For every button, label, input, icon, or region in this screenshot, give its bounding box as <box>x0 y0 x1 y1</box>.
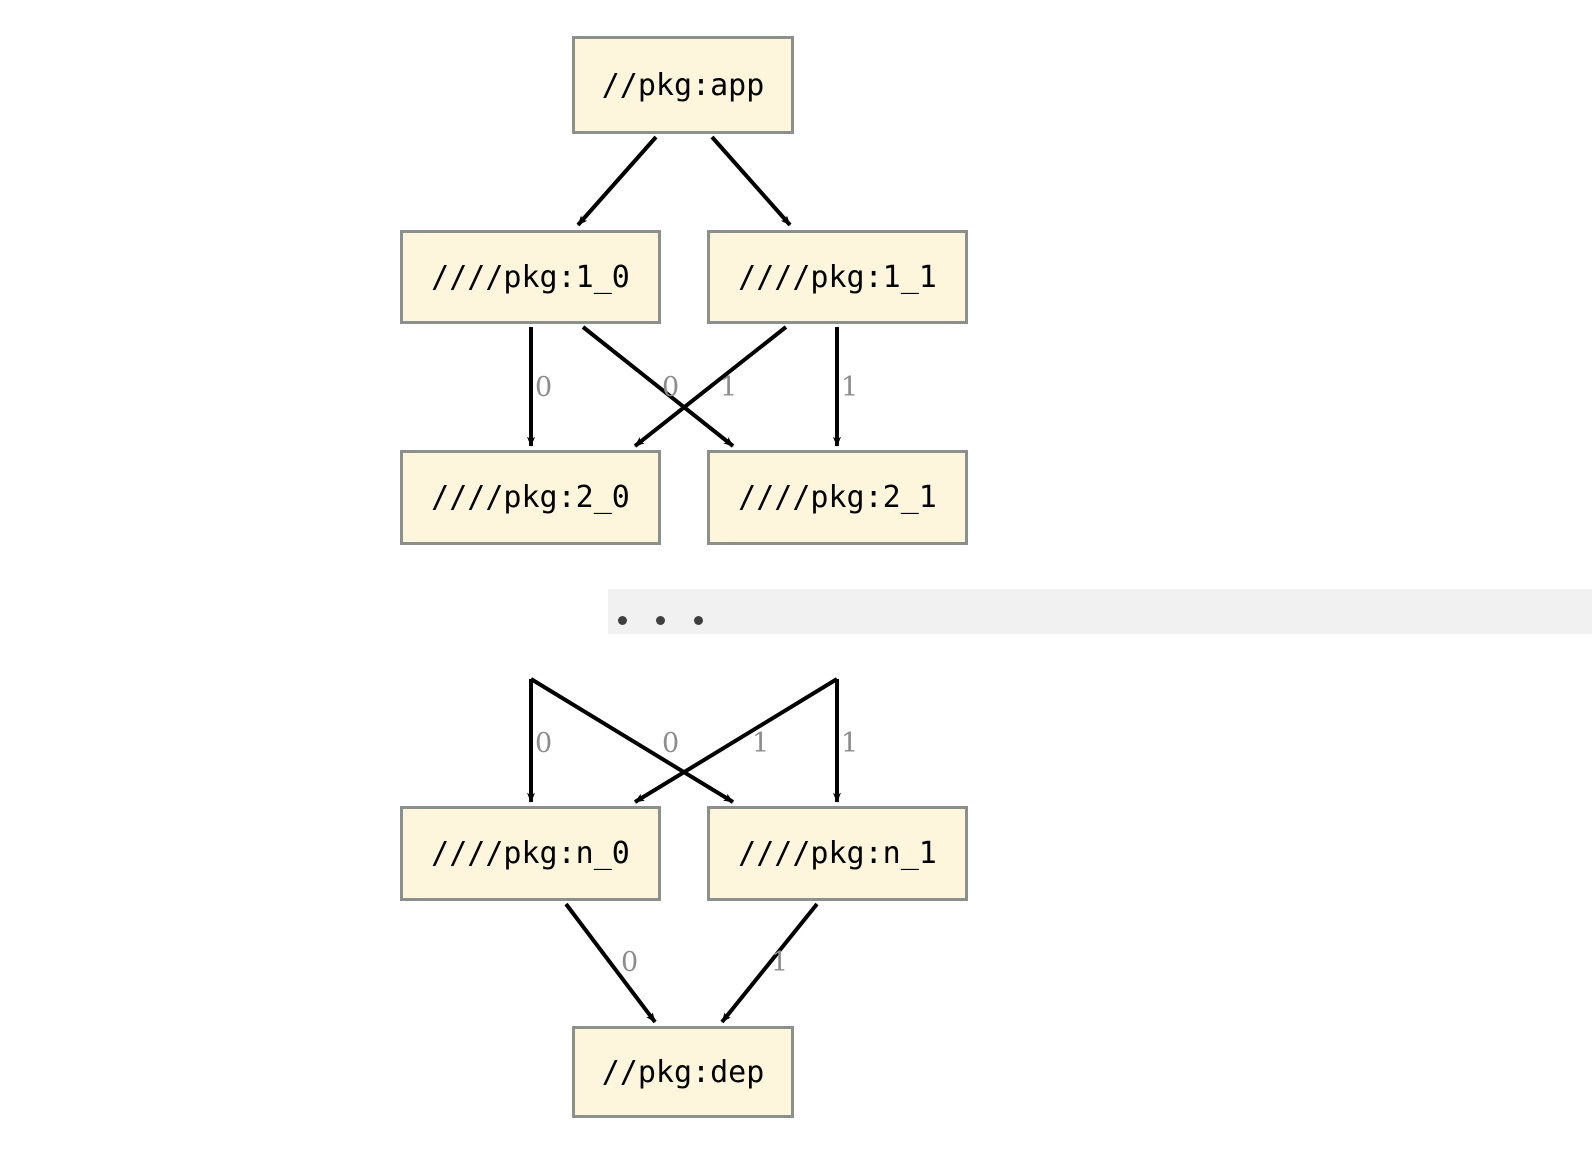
graph-node-n1_1[interactable]: ////pkg:1_1 <box>707 230 968 324</box>
graph-node-label: ////pkg:2_0 <box>431 480 630 515</box>
ellipsis-dot <box>694 616 703 625</box>
graph-edge <box>710 135 792 227</box>
graph-node-nn_0[interactable]: ////pkg:n_0 <box>400 806 661 901</box>
graph-edge-label: 0 <box>662 372 680 403</box>
ellipsis-dot <box>618 616 627 625</box>
graph-edge-label: 0 <box>535 728 553 759</box>
graph-edge <box>581 325 735 448</box>
ellipsis-dot <box>656 616 665 625</box>
graph-edge-label: 1 <box>720 372 738 403</box>
graph-node-dep[interactable]: //pkg:dep <box>572 1026 794 1118</box>
edges-group <box>527 135 841 1024</box>
graph-node-n2_1[interactable]: ////pkg:2_1 <box>707 450 968 545</box>
graph-edge <box>564 902 657 1024</box>
graph-node-label: ////pkg:n_0 <box>431 836 630 871</box>
graph-node-n2_0[interactable]: ////pkg:2_0 <box>400 450 661 545</box>
graph-node-nn_1[interactable]: ////pkg:n_1 <box>707 806 968 901</box>
graph-edge <box>529 677 735 804</box>
graph-edge <box>633 325 788 448</box>
graph-node-label: ////pkg:1_1 <box>738 259 937 295</box>
graph-node-n1_0[interactable]: ////pkg:1_0 <box>400 230 661 324</box>
graph-edge-label: 0 <box>662 728 680 759</box>
graph-edge-label: 1 <box>752 728 770 759</box>
graph-node-app[interactable]: //pkg:app <box>572 36 794 134</box>
graph-node-label: //pkg:app <box>601 67 765 103</box>
graph-node-label: //pkg:dep <box>601 1054 765 1090</box>
graph-edge-label: 1 <box>841 728 859 759</box>
graph-edge-label: 0 <box>621 947 639 978</box>
graph-edge <box>576 135 658 227</box>
graph-edge <box>720 902 819 1024</box>
graph-node-label: ////pkg:2_1 <box>738 480 937 515</box>
truncated-levels-band <box>608 589 1592 634</box>
graph-edge-label: 0 <box>535 372 553 403</box>
graph-edge-label: 1 <box>841 372 859 403</box>
graph-node-label: ////pkg:n_1 <box>738 836 937 871</box>
graph-node-label: ////pkg:1_0 <box>431 259 630 295</box>
truncated-levels-dots <box>618 616 703 625</box>
graph-edge-label: 1 <box>771 947 789 978</box>
graph-edge <box>633 677 839 804</box>
